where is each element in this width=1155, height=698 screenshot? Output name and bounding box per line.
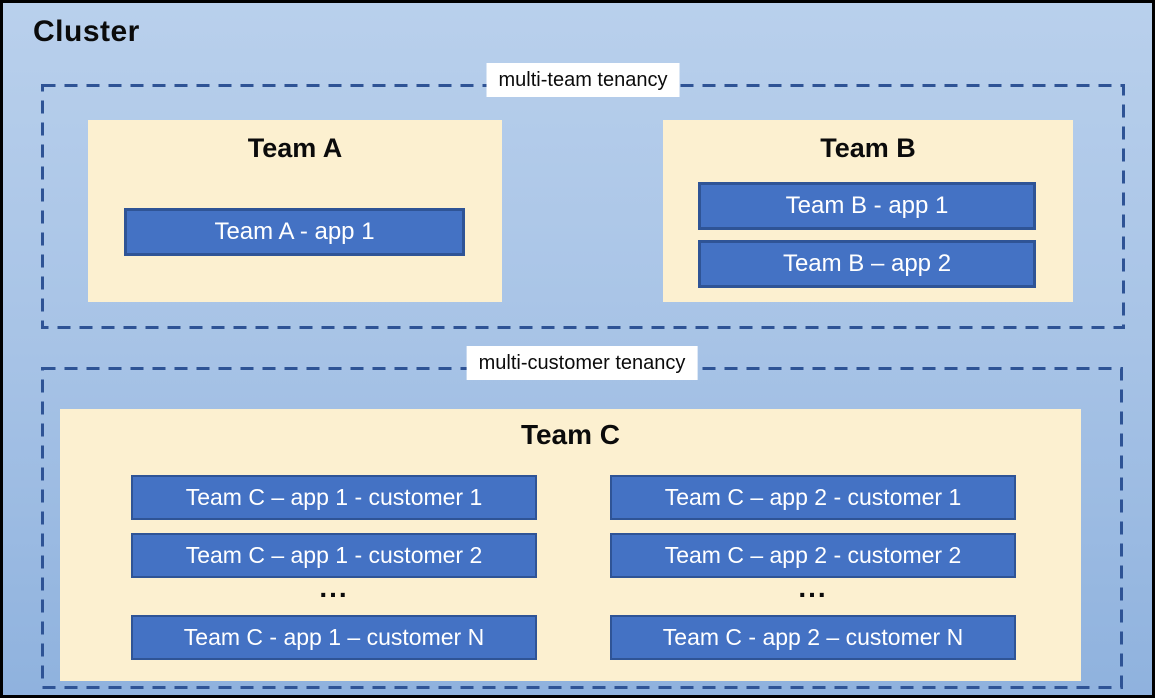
multi-customer-tenancy-label: multi-customer tenancy	[466, 346, 698, 380]
multi-team-tenancy-label: multi-team tenancy	[486, 63, 680, 97]
team-b-title: Team B	[820, 133, 916, 163]
team-b-app2-box: Team B – app 2	[698, 240, 1036, 288]
team-c-app2-ellipsis: ...	[798, 572, 828, 603]
team-c-app2-customerN-box: Team C - app 2 – customer N	[610, 615, 1016, 660]
team-c-app1-customer2-box: Team C – app 1 - customer 2	[131, 533, 537, 578]
team-a-title: Team A	[247, 133, 343, 163]
team-c-title: Team C	[520, 419, 621, 450]
team-c-app1-ellipsis: ...	[319, 572, 349, 603]
team-c-app1-customer1-box: Team C – app 1 - customer 1	[131, 475, 537, 520]
team-c-box: Team C Team C – app 1 - customer 1 Team …	[60, 409, 1081, 681]
team-c-app2-customer2-box: Team C – app 2 - customer 2	[610, 533, 1016, 578]
team-b-box: Team B Team B - app 1 Team B – app 2	[663, 120, 1073, 302]
team-a-box: Team A Team A - app 1	[88, 120, 502, 302]
team-a-app1-box: Team A - app 1	[124, 208, 465, 256]
team-b-app1-box: Team B - app 1	[698, 182, 1036, 230]
cluster-title: Cluster	[33, 15, 140, 48]
team-c-app2-customer1-box: Team C – app 2 - customer 1	[610, 475, 1016, 520]
multi-customer-tenancy-section: multi-customer tenancy Team C Team C – a…	[41, 346, 1123, 689]
multi-team-tenancy-section: multi-team tenancy Team A Team A - app 1…	[41, 63, 1125, 329]
team-c-app1-customerN-box: Team C - app 1 – customer N	[131, 615, 537, 660]
